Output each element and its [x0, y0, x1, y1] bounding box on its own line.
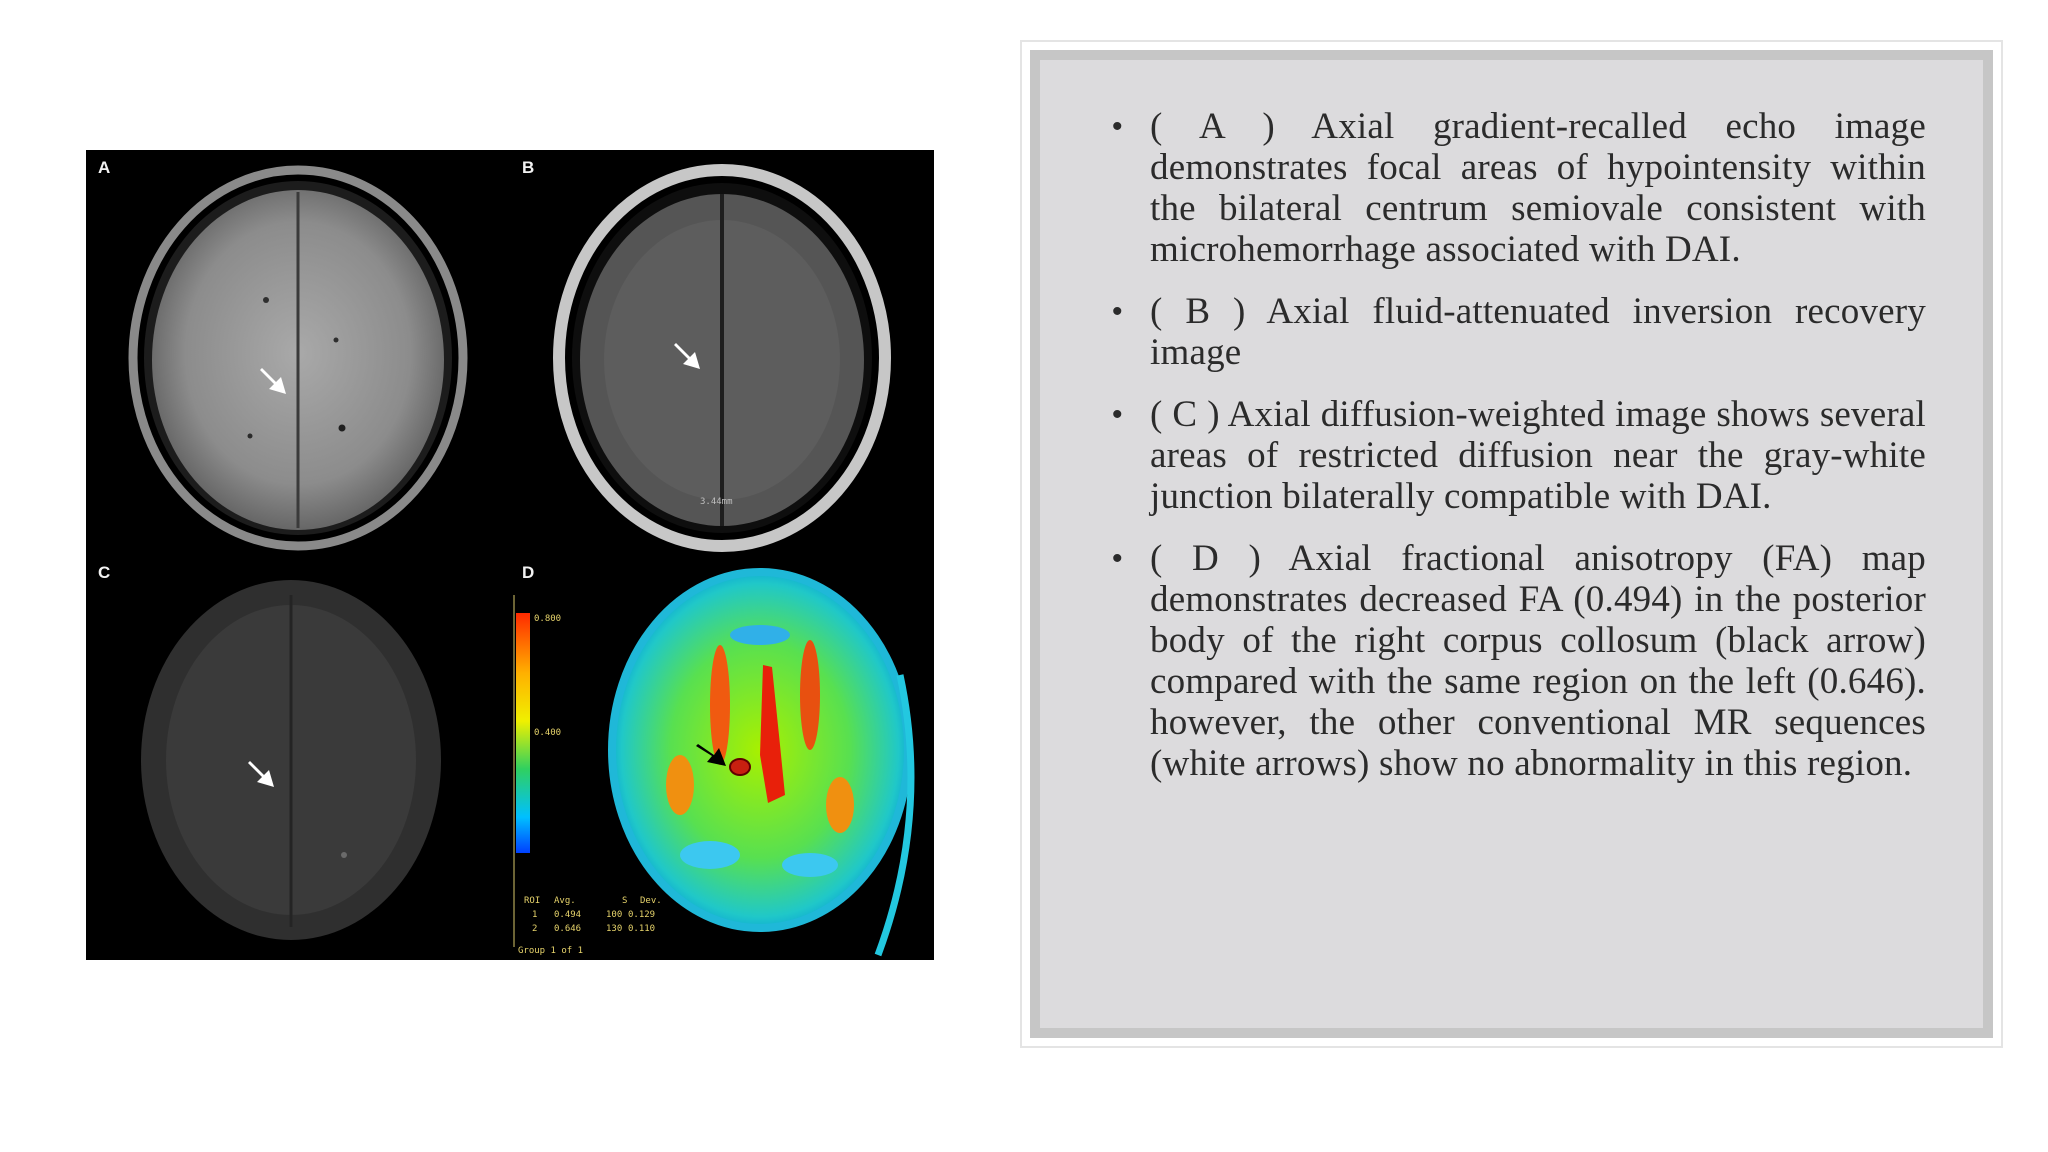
bullet-icon: •: [1112, 398, 1123, 431]
mri-panel-a: A: [86, 150, 510, 555]
fa-map-d: 0.800 0.400 ROI Avg. S Dev. 1 0.49: [513, 568, 915, 957]
panel-label-a: A: [98, 158, 111, 177]
stats-row1-roi: 1: [532, 910, 537, 920]
mri-panel-d: 0.800 0.400 ROI Avg. S Dev. 1 0.49: [510, 555, 934, 960]
caption-item-c: • ( C ) Axial diffusion-weighted image s…: [1112, 394, 1926, 517]
caption-box-frame: • ( A ) Axial gradient-recalled echo ima…: [1030, 50, 1993, 1038]
stats-footer: Group 1 of 1: [518, 946, 583, 956]
brain-scan-a: [128, 165, 468, 551]
stats-row1-s: 100: [606, 910, 622, 920]
colorbar-top-label: 0.800: [534, 614, 561, 624]
caption-text-c: ( C ) Axial diffusion-weighted image sho…: [1150, 394, 1926, 517]
brain-scan-c: [141, 580, 441, 940]
stats-row2-s: 130: [606, 924, 622, 934]
stats-row2-avg: 0.646: [554, 924, 581, 934]
colorbar-mid-label: 0.400: [534, 728, 561, 738]
bullet-icon: •: [1112, 542, 1123, 575]
stats-row1-dev: 0.129: [628, 910, 655, 920]
stats-row2-dev: 0.110: [628, 924, 655, 934]
bullet-icon: •: [1112, 110, 1123, 143]
stats-header-roi: ROI: [524, 896, 540, 906]
caption-item-a: • ( A ) Axial gradient-recalled echo ima…: [1112, 106, 1926, 270]
white-arrow-b-icon: [674, 343, 700, 369]
caption-text-d: ( D ) Axial fractional anisotropy (FA) m…: [1150, 538, 1926, 784]
mri-panel-c: C: [86, 555, 510, 960]
mri-figure: A 3.44mm B C: [86, 150, 934, 960]
caption-text-a: ( A ) Axial gradient-recalled echo image…: [1150, 106, 1926, 270]
fa-stats-table: ROI Avg. S Dev. 1 0.494 100 0.129 2 0.64…: [518, 896, 662, 956]
stats-row2-roi: 2: [532, 924, 537, 934]
white-arrow-a-icon: [260, 368, 286, 394]
caption-box: • ( A ) Axial gradient-recalled echo ima…: [1020, 40, 2003, 1048]
stats-header-s: S: [622, 896, 627, 906]
stats-header-dev: Dev.: [640, 896, 662, 906]
caption-text-b: ( B ) Axial fluid-attenuated inversion r…: [1150, 291, 1926, 373]
scale-label-b: 3.44mm: [700, 497, 733, 507]
caption-box-panel: • ( A ) Axial gradient-recalled echo ima…: [1040, 60, 1983, 1028]
caption-bullet-list: • ( A ) Axial gradient-recalled echo ima…: [1112, 106, 1926, 805]
panel-label-d: D: [522, 563, 535, 582]
brain-scan-b: 3.44mm: [553, 164, 891, 552]
panel-label-c: C: [98, 563, 111, 582]
stats-row1-avg: 0.494: [554, 910, 581, 920]
stats-header-avg: Avg.: [554, 896, 576, 906]
mri-panel-b: 3.44mm B: [510, 150, 934, 555]
white-arrow-c-icon: [248, 761, 274, 787]
caption-item-b: • ( B ) Axial fluid-attenuated inversion…: [1112, 291, 1926, 373]
panel-label-b: B: [522, 158, 535, 177]
bullet-icon: •: [1112, 295, 1123, 328]
caption-item-d: • ( D ) Axial fractional anisotropy (FA)…: [1112, 538, 1926, 784]
black-arrow-d-icon: [696, 744, 726, 766]
color-scale-bar: [516, 613, 530, 853]
